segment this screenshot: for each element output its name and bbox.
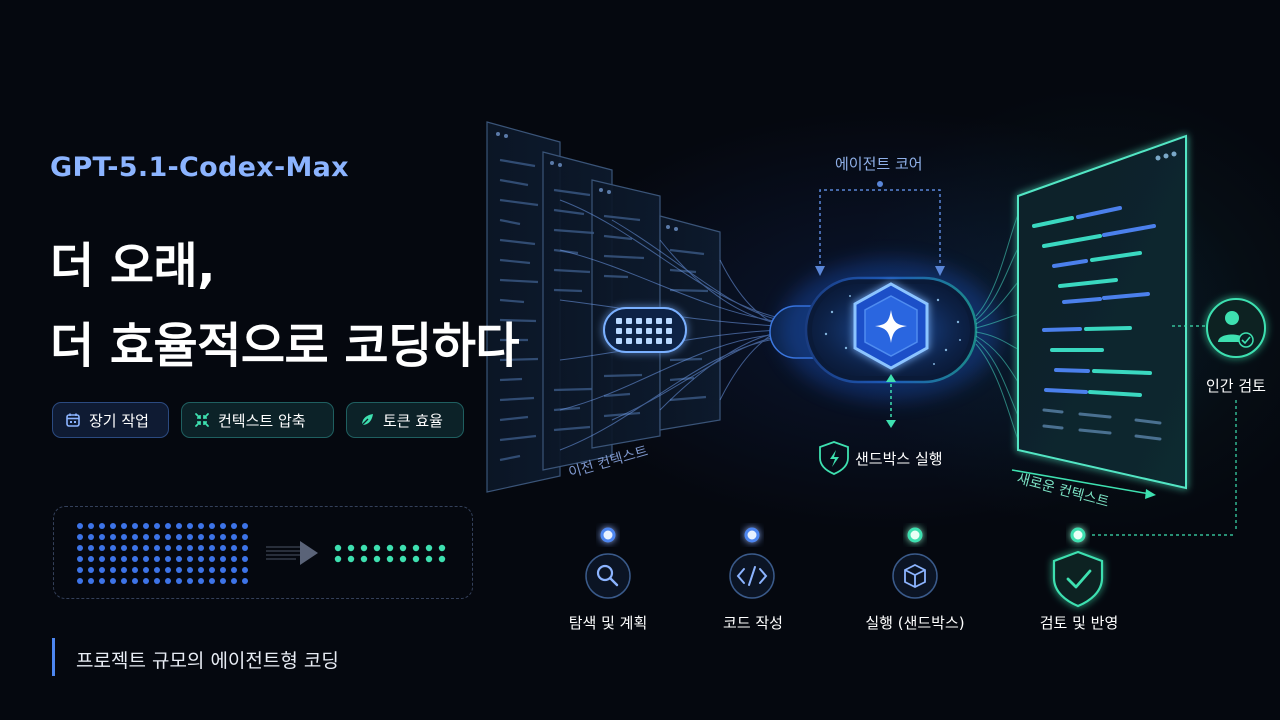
shield-check-icon xyxy=(1052,550,1104,608)
sandbox-shield-icon xyxy=(819,441,849,475)
feature-chip-token-efficiency: 토큰 효율 xyxy=(346,402,464,438)
leaf-icon xyxy=(359,412,375,428)
feature-chip-long-running: 장기 작업 xyxy=(52,402,169,438)
headline-line-2: 더 효율적으로 코딩하다 xyxy=(50,318,520,374)
compressed-context-token-pill xyxy=(603,307,687,353)
human-review-node xyxy=(1206,298,1266,358)
tagline: 프로젝트 규모의 에이전트형 코딩 xyxy=(76,650,339,672)
headline-line-1: 더 오래, xyxy=(50,238,215,294)
step-label-write-code: 코드 작성 xyxy=(723,614,783,632)
feature-chip-context-compaction: 컨텍스트 압축 xyxy=(181,402,334,438)
agent-core-label: 에이전트 코어 xyxy=(835,155,923,173)
new-context-panel xyxy=(1017,134,1187,490)
compression-arrow xyxy=(266,541,318,565)
model-name: GPT-5.1-Codex-Max xyxy=(50,152,349,183)
previous-context-panels xyxy=(486,121,721,493)
calendar-icon xyxy=(65,412,81,428)
human-review-label: 인간 검토 xyxy=(1206,377,1266,395)
feature-chip-label: 장기 작업 xyxy=(89,411,149,430)
agent-core-loop xyxy=(819,189,941,270)
step-label-run-sandbox: 실행 (샌드박스) xyxy=(865,614,965,632)
sandbox-label: 샌드박스 실행 xyxy=(855,450,943,468)
step-label-explore-plan: 탐색 및 계획 xyxy=(568,614,648,632)
timeline-nodes xyxy=(600,527,1086,543)
agent-core-capsule xyxy=(769,260,1000,400)
compression-illustration-box xyxy=(53,506,473,599)
compress-icon xyxy=(194,412,210,428)
uncompressed-token-grid xyxy=(77,523,248,584)
compressed-token-row xyxy=(334,544,446,563)
inbound-flow-lines xyxy=(559,199,781,451)
feature-chip-label: 토큰 효율 xyxy=(383,411,443,430)
tagline-accent-bar xyxy=(52,638,55,676)
feature-chip-label: 컨텍스트 압축 xyxy=(218,411,306,430)
step-label-review-apply: 검토 및 반영 xyxy=(1039,614,1119,632)
code-icon xyxy=(729,553,775,599)
search-icon xyxy=(585,553,631,599)
cube-icon xyxy=(892,553,938,599)
